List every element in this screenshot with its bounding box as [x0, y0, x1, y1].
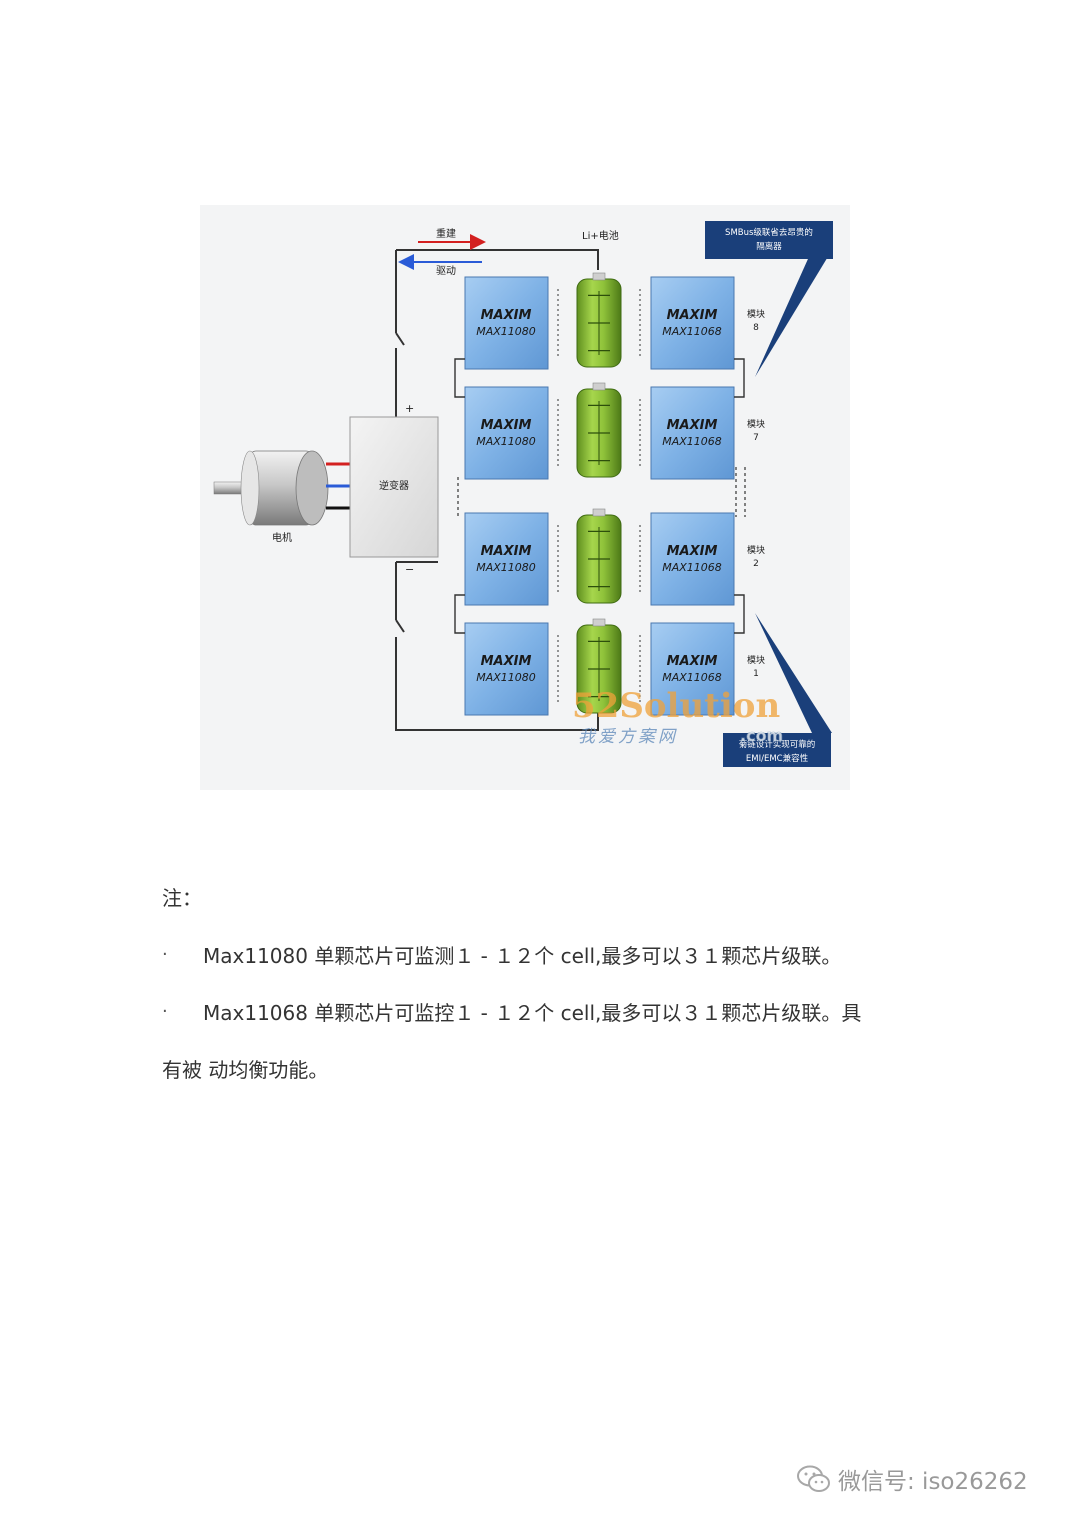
wechat-icon — [797, 1465, 830, 1492]
chain-gap-lines — [457, 467, 746, 517]
module-number: 2 — [753, 559, 759, 569]
inverter: 逆变器 + − — [349, 402, 439, 576]
chip-max11068 — [650, 276, 735, 370]
watermark-dotcom: .com — [740, 726, 783, 745]
callout-top-line1: SMBus级联省去昂贵的 — [725, 227, 813, 238]
battery-terminal — [592, 508, 606, 517]
notes-heading: 注： — [162, 886, 202, 910]
note-line-3: 有被 动均衡功能。 — [162, 1058, 329, 1082]
module-row: MAXIM MAX11080 MAXIM MAX11068 模块 1 — [464, 618, 765, 716]
chip-brand: MAXIM — [481, 418, 532, 433]
module-word: 模块 — [747, 308, 765, 320]
chip-brand: MAXIM — [667, 418, 718, 433]
bullet-1: · — [162, 944, 168, 965]
module-row: MAXIM MAX11080 MAXIM MAX11068 模块 2 — [464, 508, 765, 606]
footer-text: 微信号: iso26262 — [838, 1469, 1028, 1495]
chip-model: MAX11068 — [662, 325, 722, 338]
chip-brand: MAXIM — [667, 308, 718, 323]
watermark: 52Solution .com 我爱方案网 — [572, 686, 784, 747]
battery-terminal — [592, 618, 606, 627]
chip-model: MAX11068 — [662, 435, 722, 448]
bullet-2: · — [162, 1001, 168, 1022]
chip-model: MAX11080 — [476, 435, 536, 448]
battery-terminal — [592, 272, 606, 281]
drive-label: 驱动 — [436, 265, 456, 277]
left-chain-link — [454, 594, 465, 634]
module-number: 7 — [753, 433, 759, 443]
callout-bottom: 菊链设计实现可靠的 EMI/EMC兼容性 — [723, 613, 832, 767]
inverter-label: 逆变器 — [379, 479, 409, 492]
battery-terminal — [592, 382, 606, 391]
chip-max11080 — [464, 622, 549, 716]
direction-arrows: 重建 驱动 — [398, 227, 486, 277]
module-word: 模块 — [747, 544, 765, 556]
regen-label: 重建 — [436, 227, 456, 240]
module-number: 8 — [753, 323, 759, 333]
chip-model: MAX11080 — [476, 561, 536, 574]
chip-max11080 — [464, 276, 549, 370]
chip-brand: MAXIM — [481, 308, 532, 323]
note-line-1: Max11080 单颗芯片可监测１ - １２个 cell,最多可以３１颗芯片级联… — [203, 944, 842, 968]
chip-max11080 — [464, 512, 549, 606]
right-chain-link — [734, 358, 745, 398]
note-line-2: Max11068 单颗芯片可监控１ - １２个 cell,最多可以３１颗芯片级联… — [203, 1001, 862, 1025]
watermark-main: 52Solution — [572, 686, 780, 726]
chip-brand: MAXIM — [667, 654, 718, 669]
module-row: MAXIM MAX11080 MAXIM MAX11068 模块 7 — [464, 382, 765, 480]
chip-max11068 — [650, 386, 735, 480]
chip-model: MAX11068 — [662, 561, 722, 574]
footer-wechat-id: 微信号: iso26262 — [796, 1462, 1028, 1496]
plus-sign: + — [405, 402, 414, 415]
motor: 电机 — [213, 450, 329, 544]
chip-model: MAX11068 — [662, 671, 722, 684]
chip-brand: MAXIM — [667, 544, 718, 559]
bms-diagram: 重建 驱动 Li+电池 电机 逆变器 + − MAXIMMAX11080MAXI… — [200, 205, 850, 790]
chip-max11068 — [650, 622, 735, 716]
motor-label: 电机 — [272, 531, 292, 544]
chip-max11080 — [464, 386, 549, 480]
callout-bottom-line2: EMI/EMC兼容性 — [746, 753, 809, 764]
battery-label: Li+电池 — [582, 229, 619, 242]
right-chain-link — [734, 594, 745, 634]
main-loop-wires — [395, 249, 599, 731]
watermark-cn: 我爱方案网 — [578, 727, 678, 747]
phase-wires — [326, 462, 350, 510]
callout-top: SMBus级联省去昂贵的 隔离器 — [705, 221, 833, 377]
module-word: 模块 — [747, 418, 765, 430]
modules: MAXIMMAX11080MAXIMMAX11068模块8MAXIMMAX110… — [454, 272, 765, 716]
chip-max11068 — [650, 512, 735, 606]
chip-brand: MAXIM — [481, 544, 532, 559]
callout-bottom-line1: 菊链设计实现可靠的 — [739, 739, 816, 750]
module-row: MAXIM MAX11080 MAXIM MAX11068 模块 8 — [464, 272, 765, 370]
minus-sign: − — [405, 563, 414, 576]
module-word: 模块 — [747, 654, 765, 666]
chip-model: MAX11080 — [476, 325, 536, 338]
callout-top-line2: 隔离器 — [756, 241, 782, 252]
chip-model: MAX11080 — [476, 671, 536, 684]
module-number: 1 — [753, 669, 759, 679]
left-chain-link — [454, 358, 465, 398]
chip-brand: MAXIM — [481, 654, 532, 669]
